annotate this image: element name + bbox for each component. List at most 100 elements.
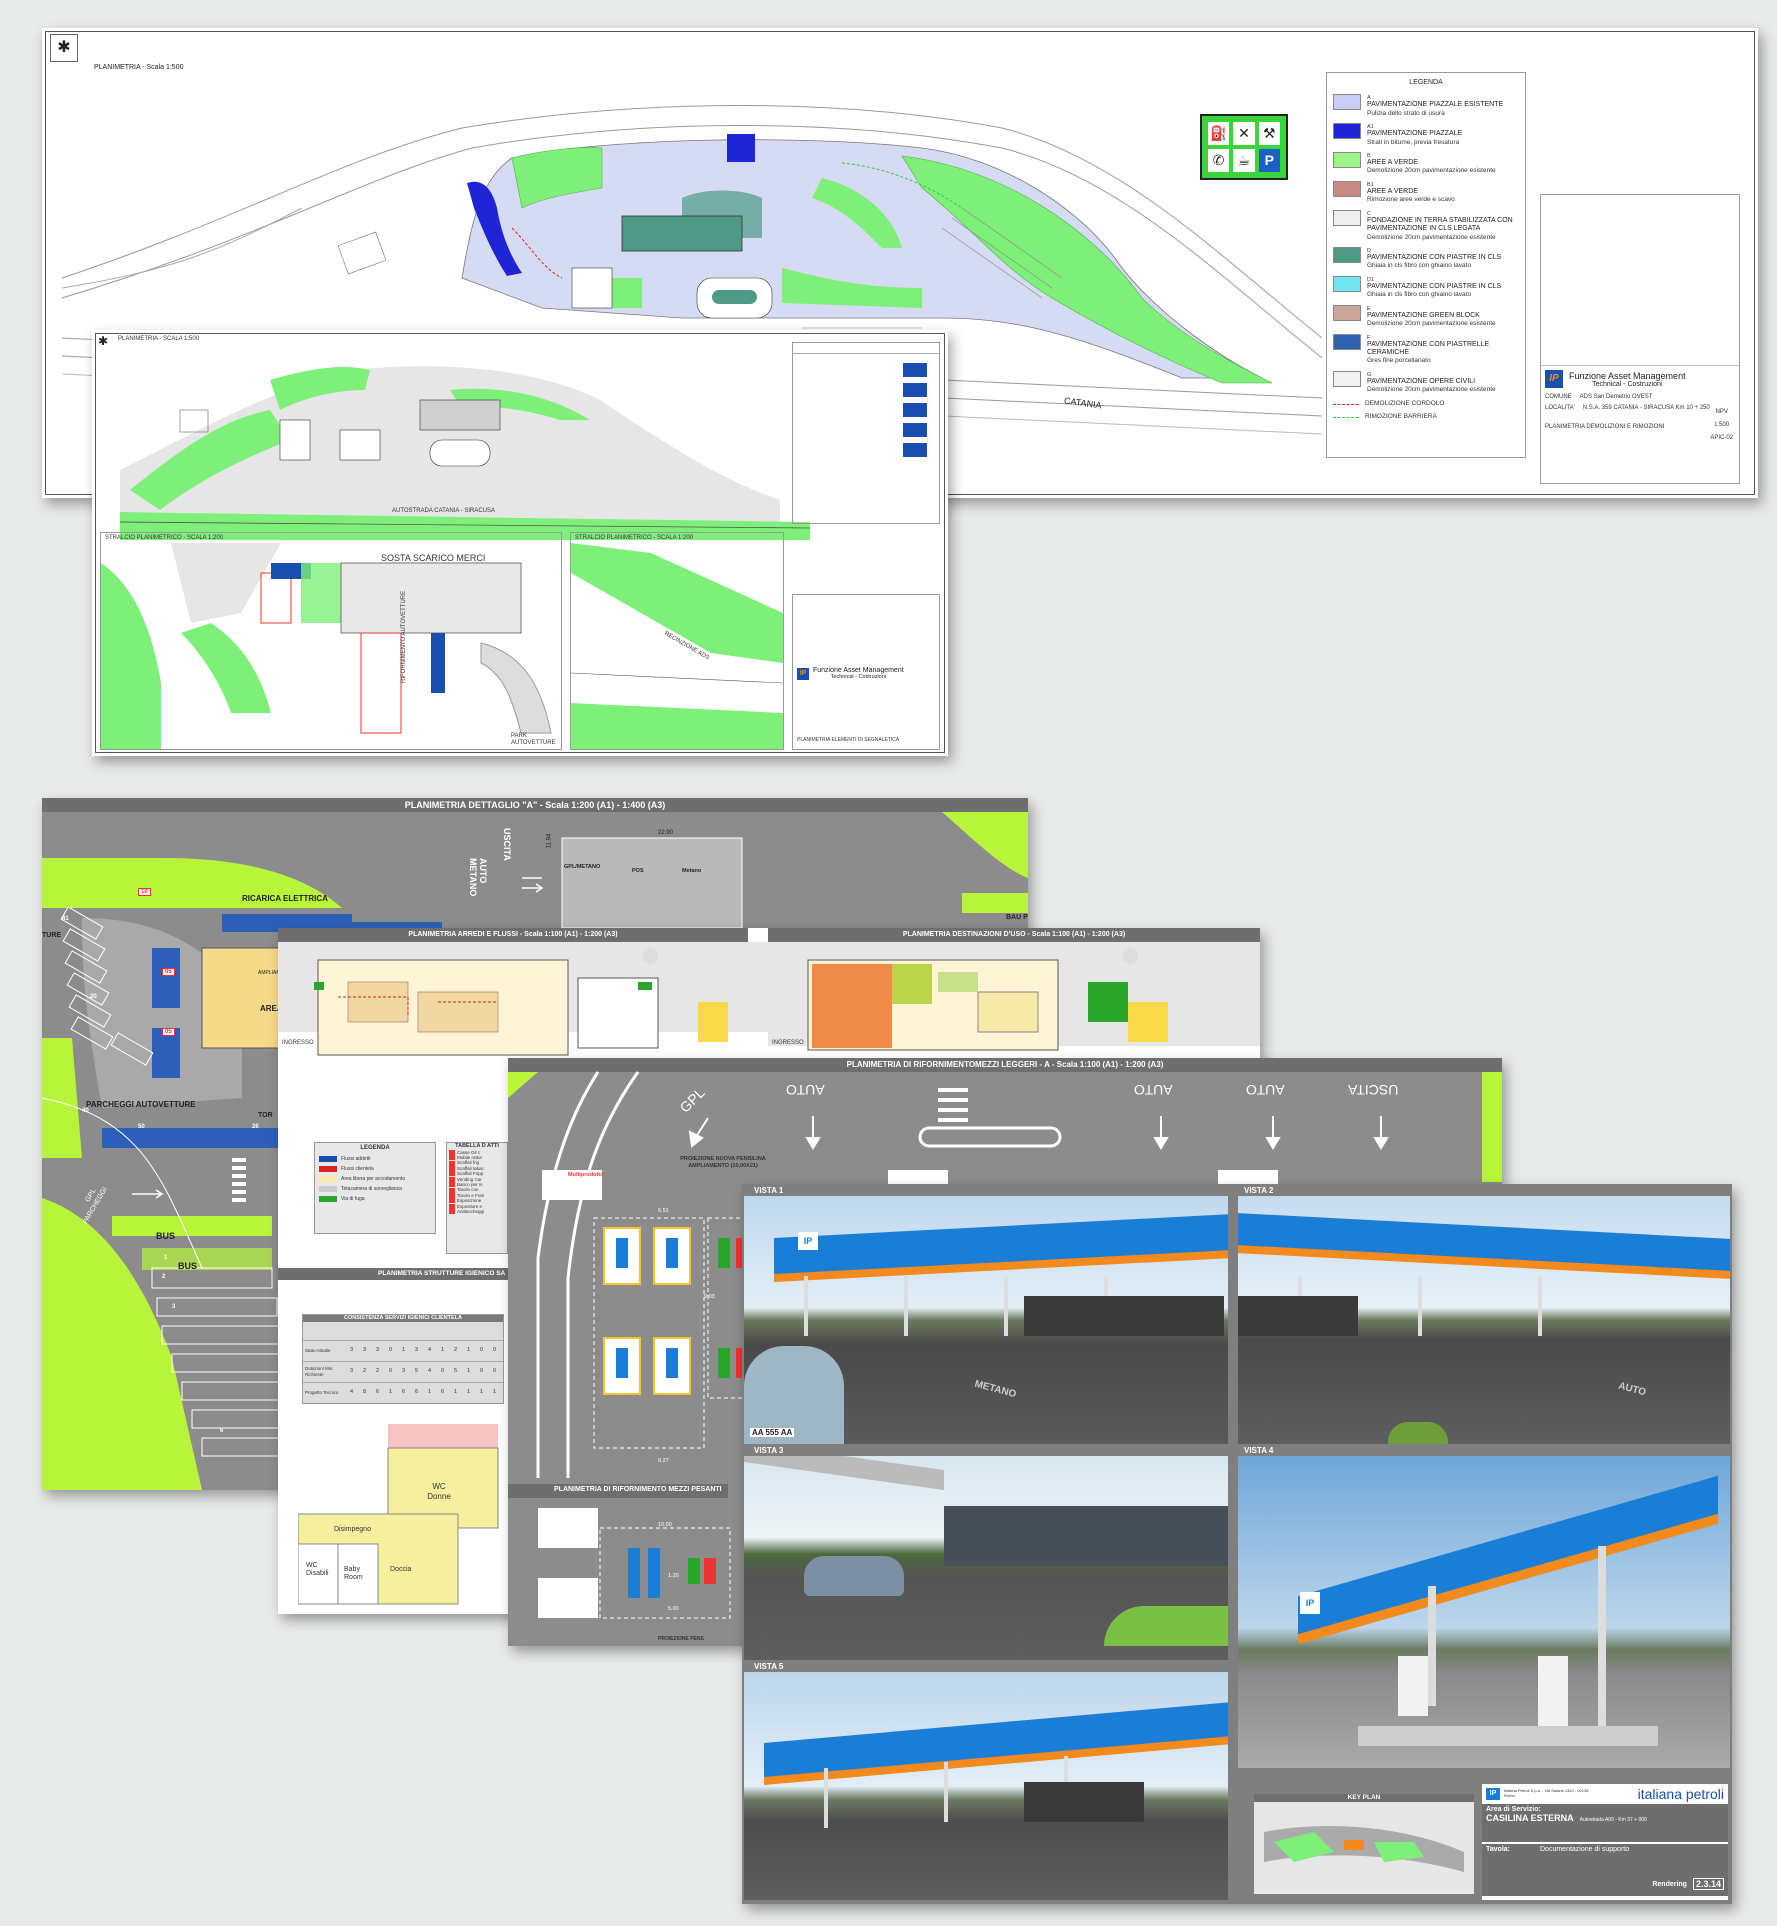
legend-code: D1 [1367, 276, 1375, 283]
row-value: 1 [466, 1389, 471, 1396]
auto-metano-label: AUTO METANO [468, 858, 488, 897]
atti-text: Antitaccheggi [457, 1208, 485, 1214]
row-value: 0 [492, 1368, 497, 1375]
ture-label: TURE [42, 932, 62, 939]
atti-item: Scaffali tabac [447, 1166, 507, 1171]
atti-swatch [449, 1182, 455, 1188]
row-value: 1 [401, 1347, 406, 1354]
legend-swatch [1333, 94, 1361, 110]
row-value: 1 [466, 1347, 471, 1354]
atti-text: Tavolo con [457, 1187, 479, 1193]
parking-number: 05 [162, 968, 175, 976]
atti-item: Esposizione [447, 1198, 507, 1204]
atti-swatch [449, 1165, 455, 1171]
parking-number: 05 [162, 1028, 175, 1036]
row-value: 1 [440, 1347, 445, 1354]
sheet1-title: PLANIMETRIA - Scala 1:500 [94, 64, 184, 71]
atti-swatch [449, 1187, 455, 1193]
detail-2: STRALCIO PLANIMETRICO - SCALA 1:200 RECI… [570, 532, 784, 750]
legend-name: PAVIMENTAZIONE CON PIASTRE IN CLS [1367, 283, 1502, 291]
row-value: 5 [414, 1368, 419, 1375]
atti-swatch [449, 1155, 455, 1161]
row-value: 0 [492, 1347, 497, 1354]
legend-swatch [1333, 122, 1361, 139]
ingresso-label-2: INGRESSO [772, 1040, 804, 1046]
doccia-label: Doccia [390, 1566, 412, 1573]
row-value: 4 [427, 1368, 432, 1375]
bus-label-1: BUS [156, 1231, 176, 1241]
parking-number: 41 [62, 916, 69, 922]
row-value: 0 [479, 1347, 484, 1354]
vista-1-label: VISTA 1 [754, 1186, 784, 1195]
legend-swatch [1333, 180, 1361, 197]
tavola-desc: Documentazione di supporto [1540, 1846, 1630, 1853]
comune-label: COMUNE [1545, 394, 1572, 400]
dimension-label: 8.27 [658, 1458, 669, 1464]
ip-logo-icon: IP [1545, 370, 1563, 388]
legend-swatch [1333, 304, 1361, 321]
sheet4-title-right: PLANIMETRIA DESTINAZIONI D'USO - Scala 1… [768, 928, 1260, 942]
legend-code: B1 [1367, 181, 1374, 188]
row-value: 0 [388, 1368, 393, 1375]
interior-legend-text: Tetacamera di sorveglianza [341, 1186, 402, 1193]
interior-legend-text: Flussi clientela [341, 1166, 374, 1173]
legend-swatch [1333, 246, 1361, 263]
workshop-icon: ⚒ [1258, 122, 1280, 145]
interior-legend-swatch [319, 1186, 337, 1193]
atti-swatch [449, 1192, 455, 1198]
legend-desc: Ghiaia in cls fibro con ghiaino lavato [1367, 291, 1472, 299]
ip-logo-icon: IP [797, 667, 809, 680]
north-arrow-icon: ✱ [98, 334, 109, 348]
lane-label: AUTO [786, 1082, 825, 1098]
atti-text: Scaffali Fripp [457, 1171, 484, 1177]
legend-code: D [1367, 247, 1371, 254]
interior-legend-text: Via di fuga [341, 1196, 365, 1203]
dimension-label: 1.20 [668, 1573, 679, 1579]
floor-plan-drawing [314, 942, 1260, 1056]
atti-swatch [449, 1149, 455, 1155]
area-label: Area di Servizio: [1486, 1806, 1541, 1813]
ip-logo-icon: IP [1486, 1788, 1500, 1800]
dimension-label: 6.51 [658, 1208, 669, 1214]
legend-name: PAVIMENTAZIONE CON PIASTRE IN CLS [1367, 254, 1502, 262]
restaurant-icon: ✕ [1233, 122, 1255, 145]
parking-number: 1 [164, 1255, 168, 1261]
vista-2-label: VISTA 2 [1244, 1186, 1274, 1195]
interior-legend-swatch [319, 1166, 337, 1173]
row-value: 0 [479, 1368, 484, 1375]
line-swatch [1333, 403, 1359, 405]
scale-value: 1:500 [1714, 422, 1730, 429]
row-value: 2 [375, 1368, 380, 1375]
key-plan: KEY PLAN [1254, 1794, 1474, 1894]
atti-item: Scaffali Fripp [447, 1171, 507, 1177]
plate-label: AA 555 AA [750, 1428, 795, 1437]
npv-label: NPV [1715, 409, 1728, 415]
drawing-title-2: PLANIMETRIA ELEMENTI DI SEGNALETICA [797, 737, 900, 743]
legend-name: PAVIMENTAZIONE GREEN BLOCK [1367, 312, 1480, 320]
legend-code: G [1367, 371, 1372, 378]
legend-name: PAVIMENTAZIONE PIAZZALE [1367, 130, 1463, 138]
row-value: 2 [453, 1347, 458, 1354]
sheet-rendering: IP AA 555 AA METANO VISTA 1 AUTO VISTA 2… [742, 1184, 1732, 1904]
atti-text: Scaffali frig [457, 1160, 480, 1166]
consistenza-table: CONSISTENZA SERVIZI IGIENICI CLIENTELA S… [302, 1314, 504, 1404]
detail1-title: STRALCIO PLANIMETRICO - SCALA 1:200 [105, 535, 224, 541]
sosta-label: SOSTA SCARICO MERCI [381, 553, 486, 563]
baby-room-label: Baby Room [344, 1566, 363, 1582]
row-value: 0 [440, 1368, 445, 1375]
parking-icon: P [1258, 149, 1280, 172]
parking-number: 40 [82, 1108, 89, 1114]
localita-value: N.S.A. 359 CATANIA - SIRACUSA Km 10 + 25… [1582, 405, 1710, 412]
tavola-number: 2.3.14 [1692, 1878, 1724, 1890]
wc-disabili-label: WC Disabili [306, 1562, 329, 1578]
